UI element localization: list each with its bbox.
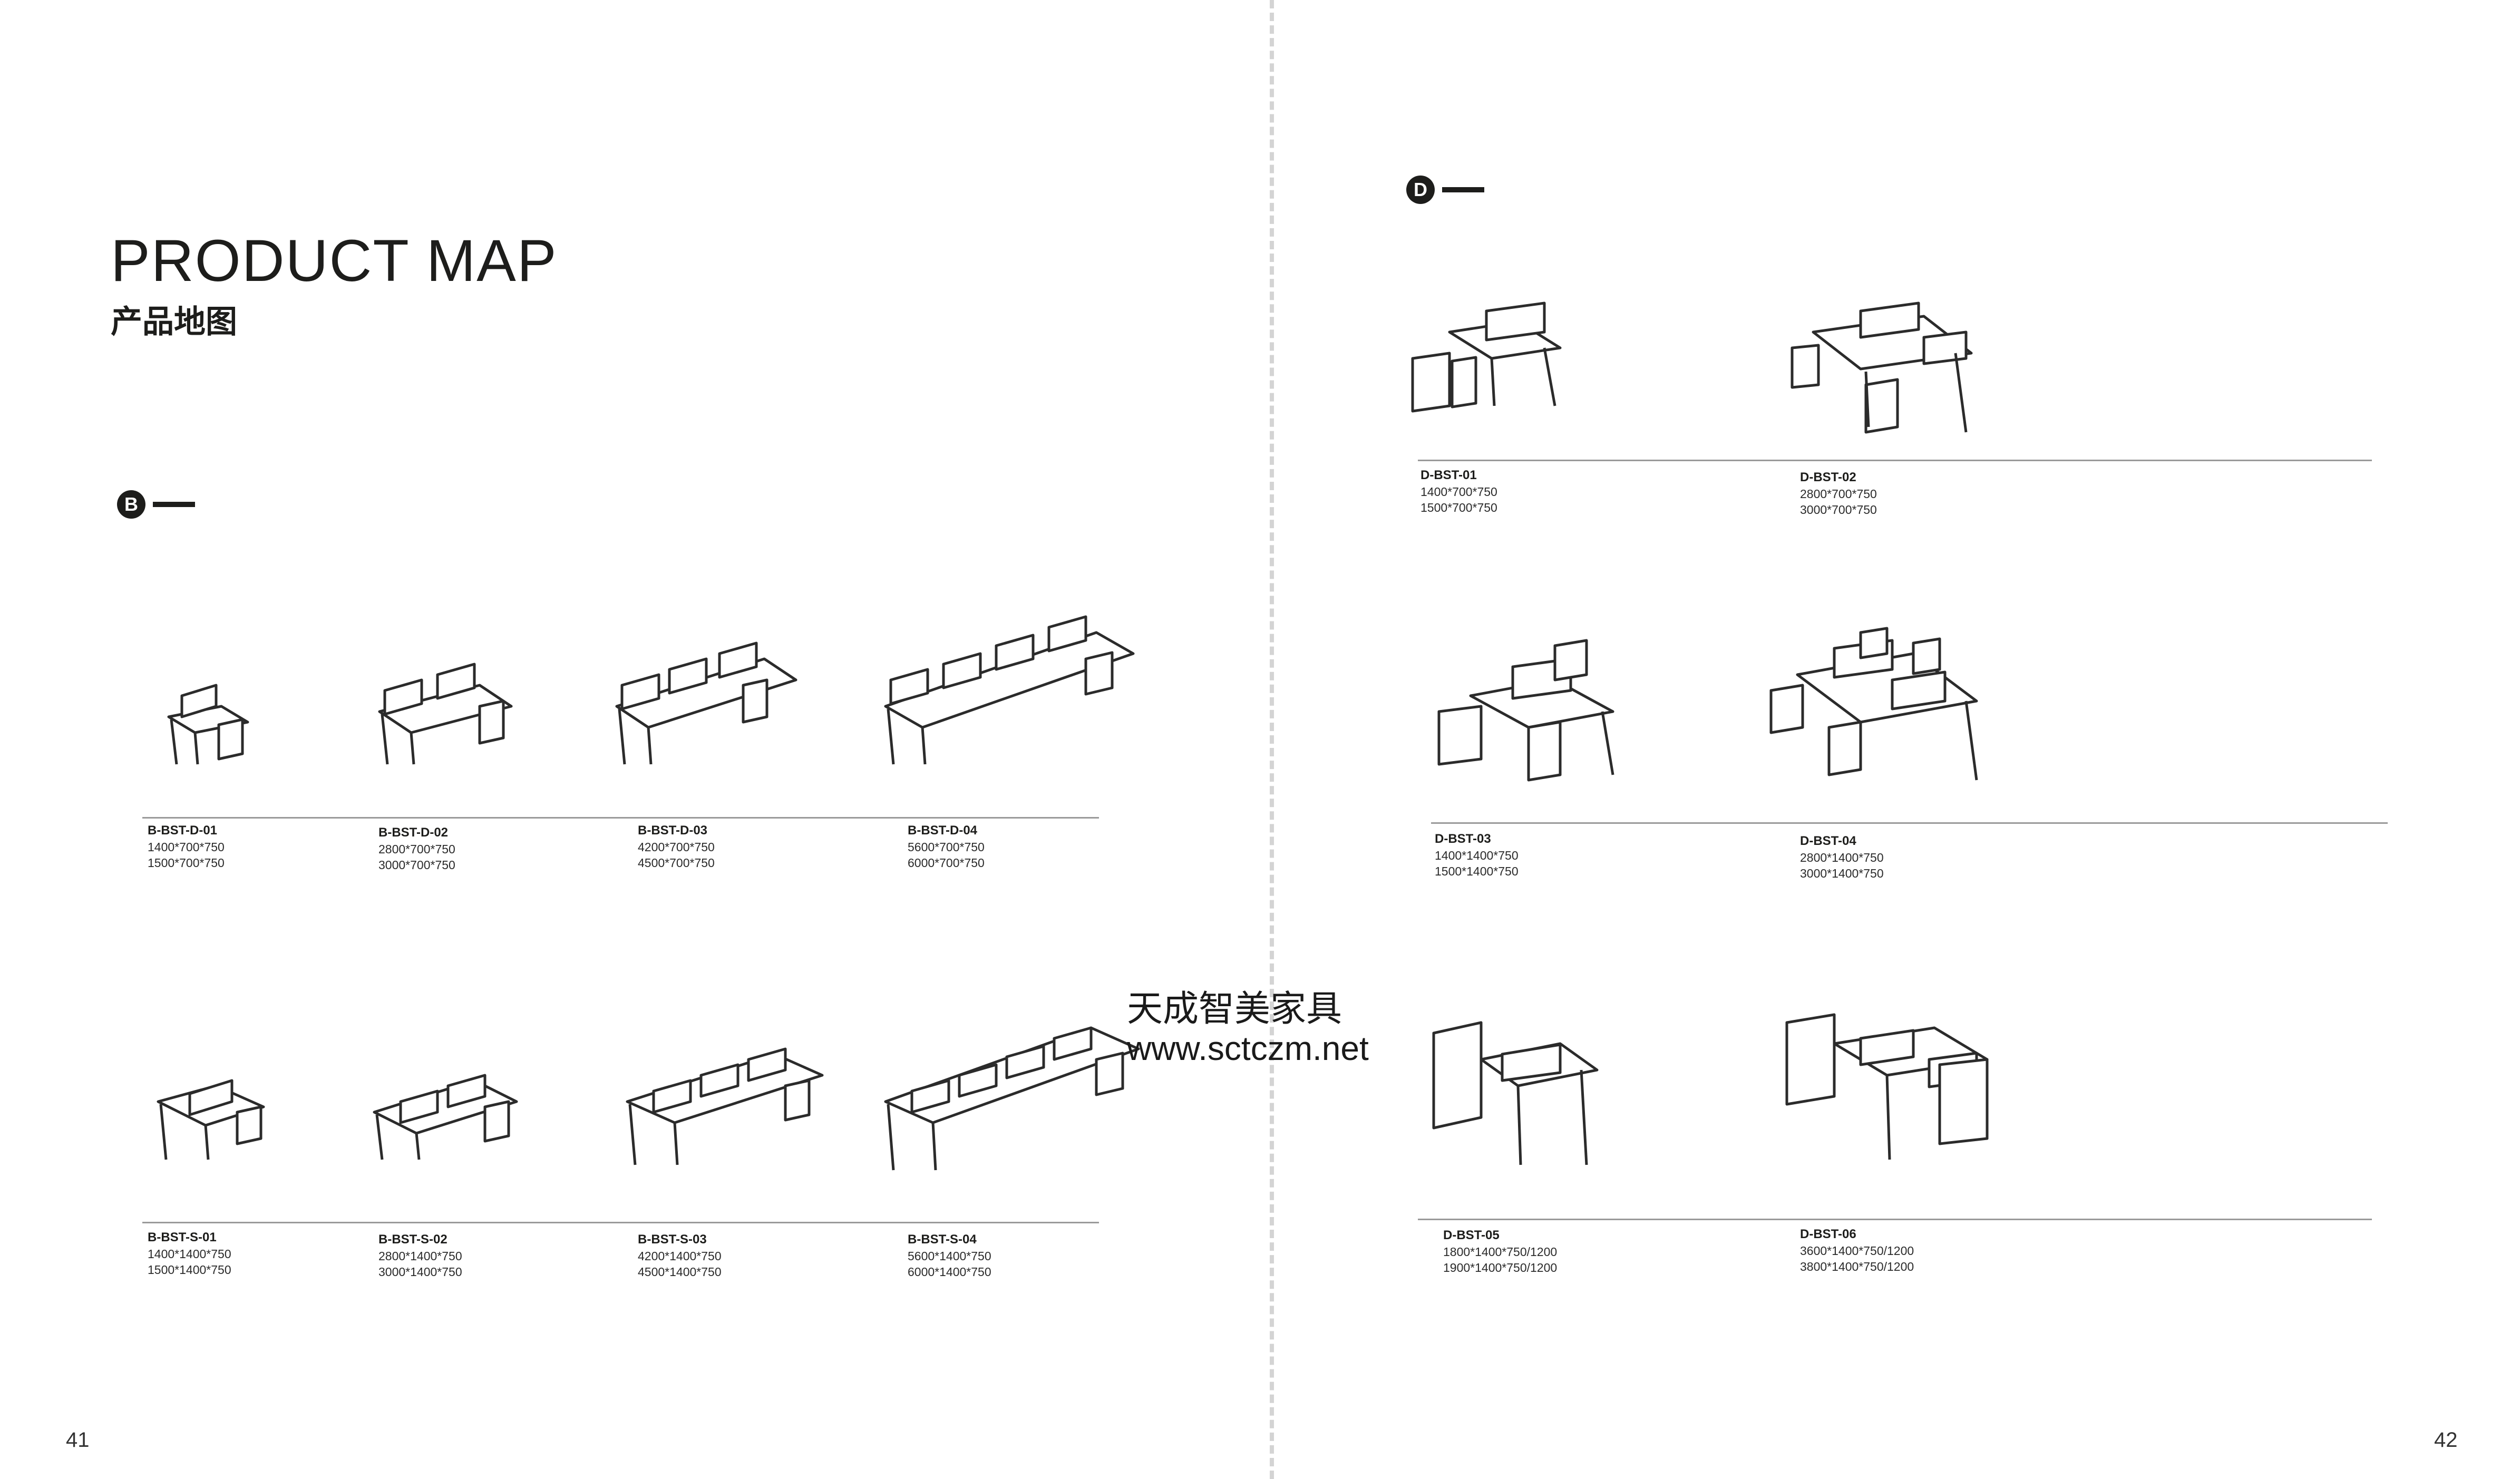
product-dimension: 4200*700*750 [638,840,715,854]
product-code: B-BST-D-03 [638,823,708,838]
product-dimension: 4500*1400*750 [638,1265,722,1279]
product-dimension: 1500*700*750 [1420,501,1497,514]
product-dimension: 1500*700*750 [148,856,225,870]
product-dimension: 3000*1400*750 [378,1265,462,1279]
product-dimension: 1800*1400*750/1200 [1443,1245,1558,1259]
product-dimension: 5600*700*750 [908,840,985,854]
product-drawing-b-bst-d-02 [374,648,517,770]
product-dimension: 1400*700*750 [1420,485,1497,499]
product-dimension: 3600*1400*750/1200 [1800,1244,1914,1258]
page-number-left: 41 [66,1428,90,1452]
product-drawing-d-bst-01 [1402,300,1571,427]
row-rule-d2 [1431,822,2388,824]
product-dimension: 1400*1400*750 [148,1247,231,1261]
product-dimension: 3800*1400*750/1200 [1800,1260,1914,1273]
product-dimension: 2800*1400*750 [1800,851,1884,864]
product-dimension: 2800*700*750 [1800,487,1877,501]
page-number-right: 42 [2434,1428,2458,1452]
page-divider [1270,0,1274,1479]
product-code: D-BST-01 [1420,468,1477,482]
product-drawing-d-bst-04 [1766,622,1987,796]
product-dimension: 1900*1400*750/1200 [1443,1261,1558,1274]
product-code: B-BST-S-01 [148,1230,217,1244]
product-code: D-BST-06 [1800,1227,1856,1241]
product-dimension: 2800*700*750 [378,842,455,856]
product-dimension: 1400*1400*750 [1435,849,1519,862]
row-rule-d1 [1418,460,2372,461]
product-dimension: 4200*1400*750 [638,1249,722,1263]
section-d-badge: D [1406,176,1435,204]
product-drawing-d-bst-05 [1423,1012,1602,1170]
product-drawing-b-bst-d-01 [158,675,253,770]
watermark-url[interactable]: www.sctczm.net [1127,1029,1369,1067]
product-code: B-BST-D-04 [908,823,978,838]
product-dimension: 1500*1400*750 [1435,864,1519,878]
product-dimension: 6000*1400*750 [908,1265,991,1279]
product-dimension: 3000*700*750 [378,858,455,872]
product-code: D-BST-05 [1443,1228,1500,1242]
row-rule-d3 [1418,1219,2372,1220]
row-rule-b2 [142,1222,1099,1223]
product-code: B-BST-D-01 [148,823,218,838]
product-code: B-BST-S-03 [638,1232,707,1247]
product-dimension: 2800*1400*750 [378,1249,462,1263]
product-dimension: 1500*1400*750 [148,1263,231,1277]
product-code: B-BST-S-02 [378,1232,447,1247]
page-title: PRODUCT MAP [111,228,558,294]
product-drawing-b-bst-s-02 [369,1049,522,1165]
product-code: D-BST-02 [1800,470,1856,484]
product-dimension: 6000*700*750 [908,856,985,870]
product-code: B-BST-S-04 [908,1232,977,1247]
product-dimension: 1400*700*750 [148,840,225,854]
product-code: D-BST-03 [1435,832,1491,846]
product-drawing-b-bst-s-03 [622,1017,828,1170]
row-rule-b1 [142,817,1099,819]
watermark-brand: 天成智美家具 [1127,989,1342,1029]
product-drawing-b-bst-s-01 [153,1059,269,1165]
page-title-cn: 产品地图 [111,304,237,339]
product-dimension: 3000*1400*750 [1800,867,1884,880]
product-drawing-d-bst-06 [1782,1007,1992,1175]
section-d-bar [1442,187,1484,192]
product-drawing-d-bst-02 [1782,295,1982,443]
product-code: B-BST-D-02 [378,825,449,840]
product-drawing-b-bst-s-04 [880,980,1144,1175]
product-dimension: 3000*700*750 [1800,503,1877,517]
section-b-badge: B [117,490,145,519]
product-drawing-b-bst-d-04 [880,575,1139,770]
product-drawing-b-bst-d-03 [611,611,801,770]
product-drawing-d-bst-03 [1434,638,1623,796]
product-code: D-BST-04 [1800,834,1856,848]
product-dimension: 5600*1400*750 [908,1249,991,1263]
product-dimension: 4500*700*750 [638,856,715,870]
section-b-bar [153,502,195,507]
